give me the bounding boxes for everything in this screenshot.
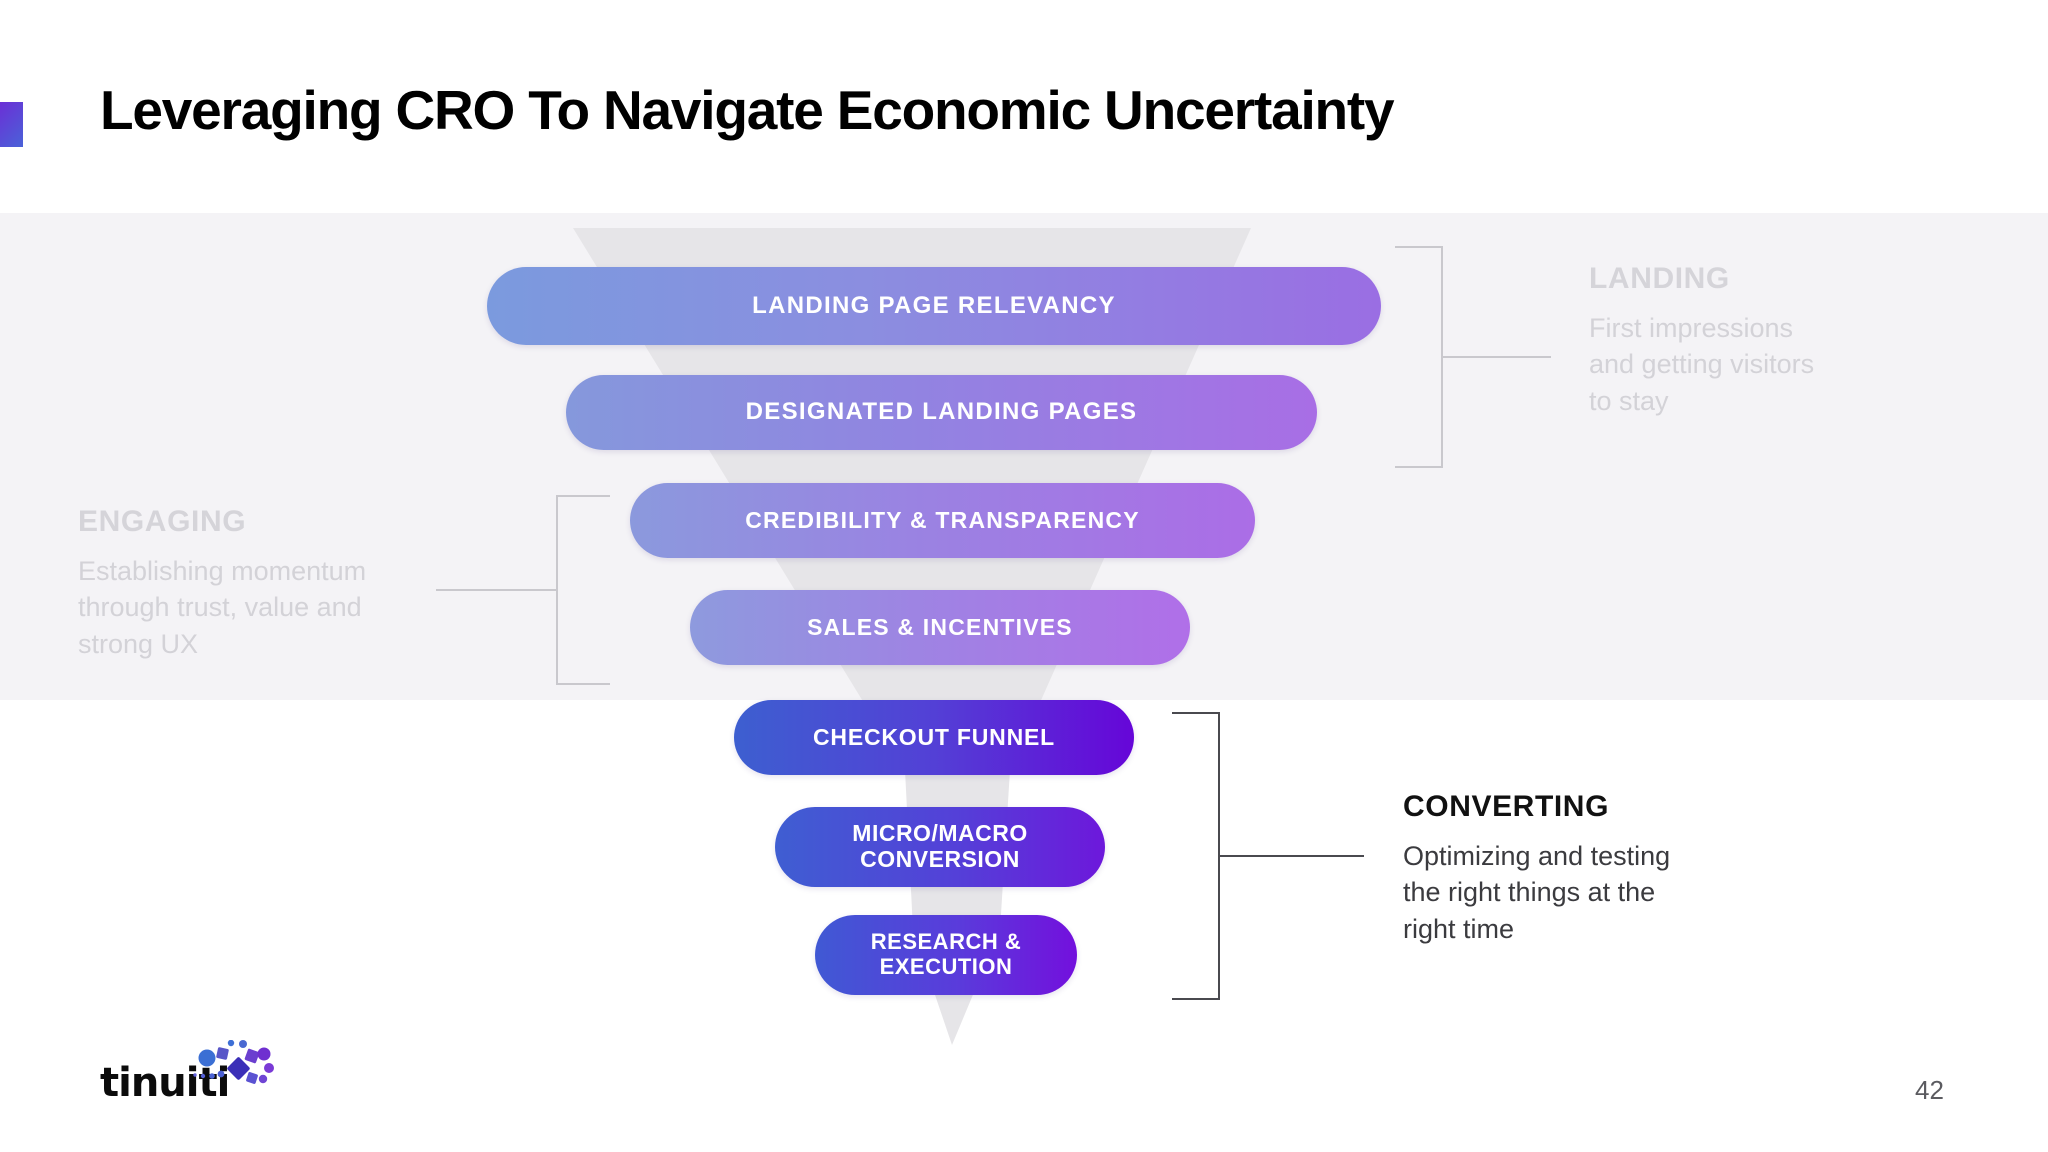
logo-infinity-icon xyxy=(193,1040,274,1084)
callout-engaging-body: Establishing momentum through trust, val… xyxy=(78,556,367,659)
logo-wordmark: tinuiti xyxy=(100,1060,230,1106)
funnel-stage-label: SALES & INCENTIVES xyxy=(807,613,1073,640)
funnel-stage-checkout-funnel[interactable]: CHECKOUT FUNNEL xyxy=(734,700,1134,775)
callout-landing-body: First impressions and getting visitors t… xyxy=(1589,313,1815,416)
funnel-stage-research-execution[interactable]: RESEARCH & EXECUTION xyxy=(815,915,1077,995)
funnel-stage-credibility-transparency[interactable]: CREDIBILITY & TRANSPARENCY xyxy=(630,483,1255,558)
callout-engaging: ENGAGING Establishing momentum through t… xyxy=(78,505,478,662)
bracket-connector-engaging xyxy=(436,589,558,591)
callout-converting-title: CONVERTING xyxy=(1403,790,1610,823)
bracket-connector-converting xyxy=(1218,855,1364,857)
accent-square-icon xyxy=(0,102,23,147)
funnel-stage-label: CHECKOUT FUNNEL xyxy=(813,723,1055,750)
callout-landing-title: LANDING xyxy=(1589,262,1730,295)
callout-converting: CONVERTING Optimizing and testing the ri… xyxy=(1403,790,1793,947)
funnel-stage-label: LANDING PAGE RELEVANCY xyxy=(752,291,1116,319)
callout-engaging-title: ENGAGING xyxy=(78,505,247,538)
funnel-stage-designated-landing-pages[interactable]: DESIGNATED LANDING PAGES xyxy=(566,375,1317,450)
callout-landing: LANDING First impressions and getting vi… xyxy=(1589,262,1919,419)
funnel-stage-label: CREDIBILITY & TRANSPARENCY xyxy=(745,506,1140,533)
page-title: Leveraging CRO To Navigate Economic Unce… xyxy=(100,79,1395,141)
bracket-connector-landing xyxy=(1441,356,1551,358)
callout-converting-body: Optimizing and testing the right things … xyxy=(1403,841,1671,944)
tinuiti-logo: tinuiti xyxy=(100,1040,274,1110)
funnel-stage-micro-macro-conversion[interactable]: MICRO/MACRO CONVERSION xyxy=(775,807,1105,887)
funnel-stage-sales-incentives[interactable]: SALES & INCENTIVES xyxy=(690,590,1190,665)
page-number: 42 xyxy=(1915,1075,1944,1105)
funnel-stage-label: RESEARCH & EXECUTION xyxy=(870,929,1022,979)
funnel-stage-landing-page-relevancy[interactable]: LANDING PAGE RELEVANCY xyxy=(487,267,1381,345)
bracket-engaging xyxy=(436,495,616,685)
funnel-stage-label: DESIGNATED LANDING PAGES xyxy=(745,398,1138,426)
bracket-landing xyxy=(1395,246,1551,468)
bracket-converting xyxy=(1172,712,1364,1000)
funnel-stage-label: MICRO/MACRO CONVERSION xyxy=(852,820,1028,872)
slide-header: Leveraging CRO To Navigate Economic Unce… xyxy=(0,0,2048,213)
